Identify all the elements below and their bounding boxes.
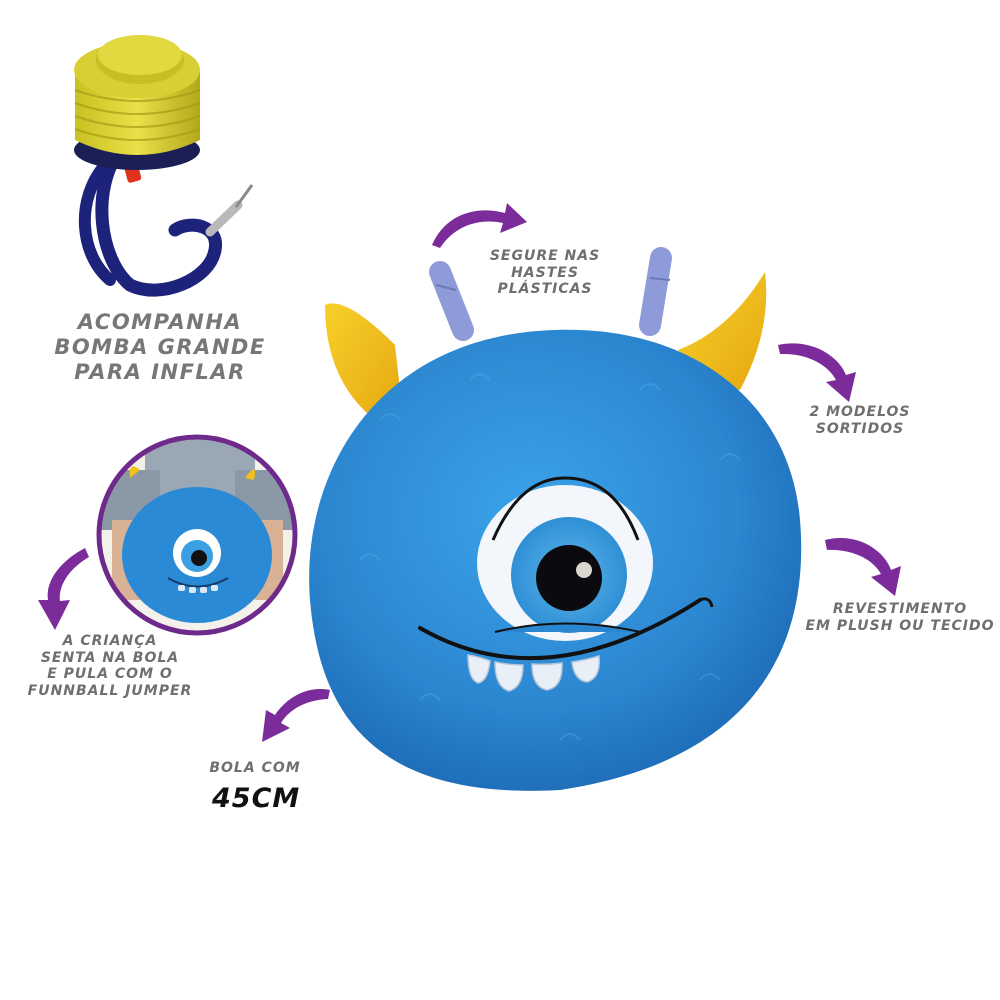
handles-callout-line: SEGURE NAS bbox=[489, 248, 601, 264]
curved-arrow-icon bbox=[38, 548, 89, 630]
pump-caption-line: BOMBA GRANDE bbox=[54, 335, 266, 360]
usage-photo bbox=[96, 434, 298, 636]
models-callout-line: 2 MODELOS bbox=[809, 404, 911, 420]
curved-arrow-icon bbox=[778, 343, 856, 402]
pump-caption-line: ACOMPANHA bbox=[77, 310, 243, 334]
usage-callout-line: SENTA NA BOLA bbox=[40, 649, 180, 666]
models-callout: 2 MODELOS SORTIDOS bbox=[795, 404, 925, 437]
coating-callout-line: EM PLUSH OU TECIDO bbox=[805, 617, 995, 634]
handles-callout-line: HASTES bbox=[511, 264, 579, 281]
usage-callout: A CRIANÇA SENTA NA BOLA E PULA COM O FUN… bbox=[15, 633, 205, 699]
size-callout-label: BOLA COM bbox=[209, 760, 301, 776]
curved-arrow-icon bbox=[825, 538, 901, 596]
pump-caption-line: PARA INFLAR bbox=[74, 360, 246, 385]
size-callout-value: 45CM bbox=[212, 783, 301, 814]
models-callout-line: SORTIDOS bbox=[815, 420, 905, 437]
curved-arrow-icon bbox=[262, 689, 330, 742]
usage-callout-line: E PULA COM O bbox=[47, 666, 173, 683]
curved-arrow-icon bbox=[432, 203, 527, 248]
usage-callout-line: A CRIANÇA bbox=[62, 633, 158, 649]
handles-callout-line: PLÁSTICAS bbox=[497, 281, 593, 298]
coating-callout: REVESTIMENTO EM PLUSH OU TECIDO bbox=[800, 601, 1000, 634]
monster-ball-image bbox=[309, 247, 802, 791]
foot-pump-image bbox=[74, 35, 254, 297]
handles-callout: SEGURE NAS HASTES PLÁSTICAS bbox=[470, 248, 620, 298]
pump-caption: ACOMPANHA BOMBA GRANDE PARA INFLAR bbox=[40, 310, 280, 386]
coating-callout-line: REVESTIMENTO bbox=[832, 601, 968, 617]
usage-callout-line: FUNNBALL JUMPER bbox=[27, 682, 193, 699]
